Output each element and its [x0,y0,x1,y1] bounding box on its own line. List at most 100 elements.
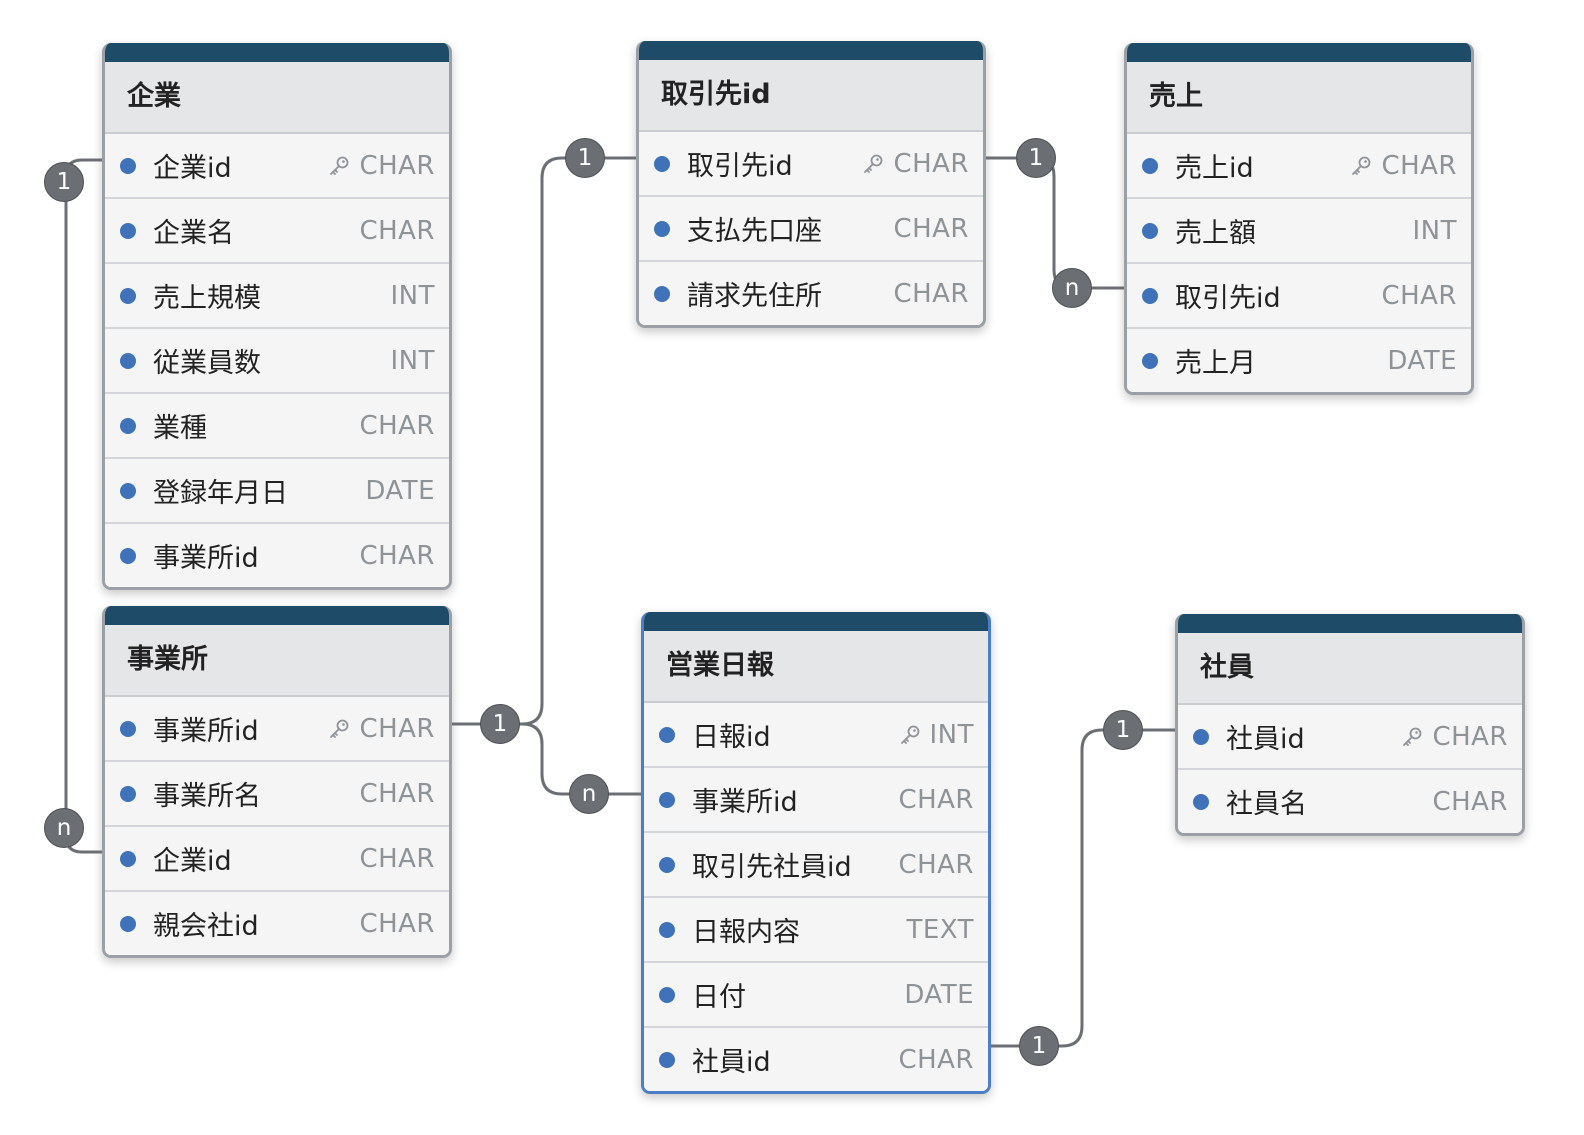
field-type-label: CHAR [359,713,435,744]
field-dot-icon [654,155,670,172]
field-type-label: CHAR [898,784,974,815]
field-name: 企業id [153,846,232,877]
field-dot-icon [654,220,670,237]
field-type-label: CHAR [359,843,435,874]
field-name: 日付 [692,982,746,1013]
field-name: 取引先id [1175,283,1281,314]
entity-title: 売上 [1127,62,1471,134]
cardinality-badge-office-many: n [44,808,84,848]
cardinality-badge-client-sales-one: 1 [1016,138,1056,178]
field-dot-icon [120,547,136,564]
entity-title: 企業 [105,62,449,134]
field-row[interactable]: 親会社id CHAR [105,892,449,955]
rel-office-report-line [452,722,641,796]
field-type-label: INT [929,719,974,750]
field-dot-icon [120,720,136,737]
entity-header-bar [105,43,449,62]
field-type-label: CHAR [359,150,435,181]
field-name: 売上月 [1175,348,1256,379]
field-dot-icon [654,285,670,302]
field-row[interactable]: 事業所id CHAR [105,697,449,762]
cardinality-badge-office-one: 1 [480,704,520,744]
field-name: 日報内容 [692,917,800,948]
field-dot-icon [1142,157,1158,174]
field-dot-icon [659,986,675,1003]
field-row[interactable]: 企業id CHAR [105,827,449,892]
field-name: 日報id [692,722,771,753]
field-name: 業種 [153,413,207,444]
field-type: INT [898,720,975,750]
field-type-label: CHAR [359,410,435,441]
field-type-label: INT [390,280,435,311]
field-type-label: DATE [904,979,974,1010]
field-row[interactable]: 事業所id CHAR [644,768,988,833]
field-type-label: CHAR [359,908,435,939]
field-name: 事業所id [153,716,259,747]
field-type: INT [1413,216,1458,246]
field-type: CHAR [359,216,435,246]
key-icon [330,156,349,175]
field-name: 事業所id [153,543,259,574]
key-icon [864,154,883,173]
field-row[interactable]: 日報id INT [644,703,988,768]
field-row[interactable]: 事業所id CHAR [105,524,449,587]
rel-office-client-line [452,156,636,726]
field-row[interactable]: 取引先id CHAR [1127,264,1471,329]
field-name: 親会社id [153,911,259,942]
rel-report-employee-line [991,728,1175,1048]
cardinality-badge-company-one: 1 [44,162,84,202]
field-type-label: CHAR [359,540,435,571]
field-type: CHAR [327,714,435,744]
field-type-label: INT [1412,215,1457,246]
field-type: CHAR [359,411,435,441]
field-row[interactable]: 企業名 CHAR [105,199,449,264]
field-row[interactable]: 日付 DATE [644,963,988,1028]
field-name: 企業名 [153,218,234,249]
field-dot-icon [1193,793,1209,810]
entity-header-bar [1178,614,1522,633]
field-type-label: INT [390,345,435,376]
field-dot-icon [1142,287,1158,304]
field-name: 事業所id [692,787,798,818]
field-type: CHAR [1381,281,1457,311]
cardinality-badge-sales-many: n [1052,268,1092,308]
field-type-label: CHAR [893,148,969,179]
field-dot-icon [120,352,136,369]
field-dot-icon [120,482,136,499]
field-type: CHAR [327,151,435,181]
field-row[interactable]: 業種 CHAR [105,394,449,459]
field-type-label: CHAR [1381,280,1457,311]
field-type: CHAR [861,149,969,179]
field-type-label: CHAR [359,778,435,809]
cardinality-badge-client-one: 1 [565,138,605,178]
field-type-label: DATE [365,475,435,506]
field-type: INT [391,346,436,376]
field-name: 請求先住所 [687,281,822,312]
entity-header-bar [639,41,983,60]
field-dot-icon [120,222,136,239]
key-icon [900,725,919,744]
field-dot-icon [659,856,675,873]
